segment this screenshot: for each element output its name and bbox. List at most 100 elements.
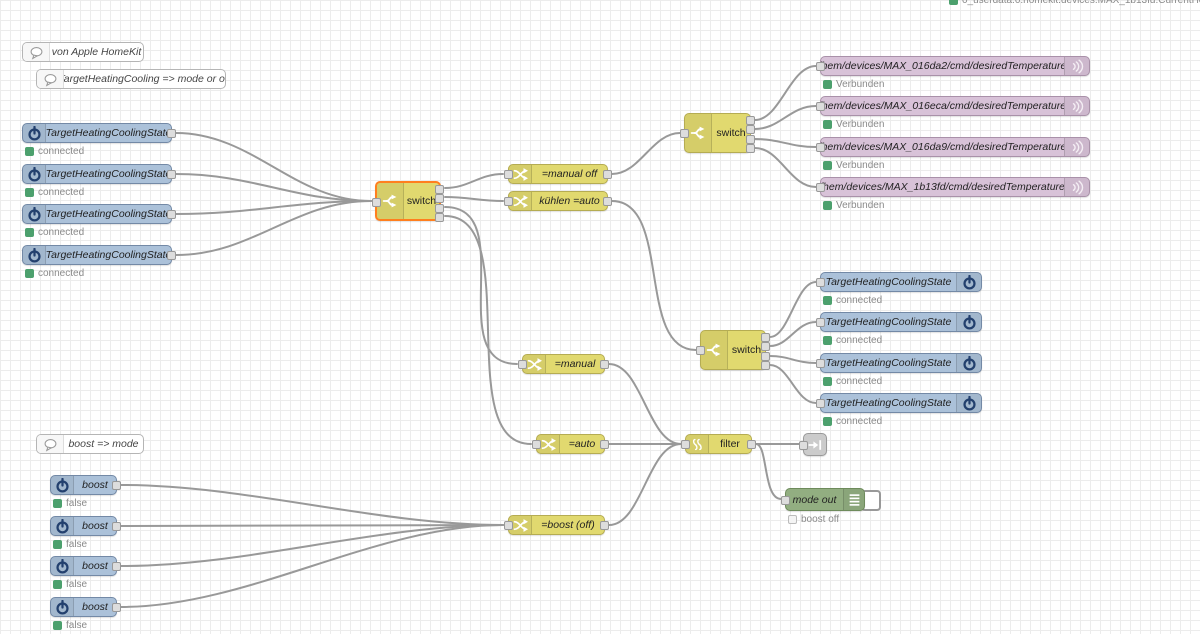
wire[interactable] (120, 524, 504, 567)
node-change-manual-off[interactable]: =manual off (504, 164, 612, 184)
wire[interactable] (755, 443, 782, 500)
node-mqtt-out-2[interactable]: fhem/devices/MAX_016eca/cmd/desiredTempe… (816, 96, 1090, 116)
wire[interactable] (444, 206, 518, 365)
wire[interactable] (120, 524, 504, 527)
node-targetheatingcoolingstate-out-3[interactable]: TargetHeatingCoolingState (816, 353, 982, 373)
wire[interactable] (608, 443, 682, 526)
output-port[interactable] (761, 361, 770, 370)
wire[interactable] (754, 138, 817, 148)
node-switch-middle[interactable]: switch (696, 330, 770, 370)
output-port[interactable] (761, 352, 770, 361)
output-port[interactable] (112, 481, 121, 490)
output-port[interactable] (435, 213, 444, 222)
node-boost-1[interactable]: boost (50, 475, 121, 495)
node-targetheatingcoolingstate-out-4[interactable]: TargetHeatingCoolingState (816, 393, 982, 413)
input-port[interactable] (372, 198, 381, 207)
comment-boost-mode[interactable]: boost => mode (36, 434, 144, 454)
node-boost-3[interactable]: boost (50, 556, 121, 576)
node-boost-4[interactable]: boost (50, 597, 121, 617)
node-targetheatingcoolingstate-out-2[interactable]: TargetHeatingCoolingState (816, 312, 982, 332)
input-port[interactable] (816, 278, 825, 287)
input-port[interactable] (816, 359, 825, 368)
output-port[interactable] (112, 562, 121, 571)
node-filter[interactable]: filter (681, 434, 756, 454)
input-port[interactable] (504, 197, 513, 206)
wire[interactable] (754, 147, 817, 188)
comment-targetheatingcooling-mode[interactable]: TargetHeatingCooling => mode or off (36, 69, 226, 89)
node-change-auto[interactable]: =auto (532, 434, 609, 454)
node-targetheatingcoolingstate-out-1[interactable]: TargetHeatingCoolingState (816, 272, 982, 292)
node-link-out[interactable] (799, 433, 827, 456)
node-targetheatingcoolingstate-in-3[interactable]: TargetHeatingCoolingState (22, 204, 176, 224)
wire[interactable] (444, 196, 504, 202)
wire[interactable] (754, 65, 817, 121)
input-port[interactable] (816, 183, 825, 192)
wire[interactable] (769, 321, 817, 347)
output-port[interactable] (167, 210, 176, 219)
output-port[interactable] (746, 116, 755, 125)
input-port[interactable] (816, 143, 825, 152)
output-port[interactable] (167, 251, 176, 260)
node-change-kuehlen-auto[interactable]: kühlen =auto (504, 191, 612, 211)
node-targetheatingcoolingstate-in-1[interactable]: TargetHeatingCoolingState (22, 123, 176, 143)
output-port[interactable] (435, 194, 444, 203)
input-port[interactable] (816, 399, 825, 408)
node-targetheatingcoolingstate-in-4[interactable]: TargetHeatingCoolingState (22, 245, 176, 265)
wire[interactable] (769, 281, 817, 338)
node-change-manual[interactable]: =manual (518, 354, 609, 374)
output-port[interactable] (112, 522, 121, 531)
wire[interactable] (120, 524, 504, 608)
wire[interactable] (120, 484, 504, 526)
output-port[interactable] (603, 170, 612, 179)
input-port[interactable] (816, 102, 825, 111)
output-port[interactable] (112, 603, 121, 612)
input-port[interactable] (681, 440, 690, 449)
node-mode-out[interactable]: mode out (781, 488, 865, 511)
output-port[interactable] (435, 204, 444, 213)
output-port[interactable] (747, 440, 756, 449)
node-mqtt-out-4[interactable]: fhem/devices/MAX_1b13fd/cmd/desiredTempe… (816, 177, 1090, 197)
wire[interactable] (175, 200, 372, 215)
input-port[interactable] (799, 441, 808, 450)
wire[interactable] (175, 173, 372, 202)
input-port[interactable] (518, 360, 527, 369)
wire[interactable] (611, 200, 697, 351)
node-switch-central[interactable]: switch (372, 181, 444, 222)
wire[interactable] (608, 363, 682, 445)
input-port[interactable] (532, 440, 541, 449)
output-port[interactable] (746, 125, 755, 134)
wire[interactable] (754, 105, 817, 130)
input-port[interactable] (816, 62, 825, 71)
comment-von-apple-homekit[interactable]: von Apple HomeKit (22, 42, 144, 62)
node-switch-top[interactable]: switch (680, 113, 755, 153)
output-port[interactable] (167, 170, 176, 179)
input-port[interactable] (504, 521, 513, 530)
output-port[interactable] (761, 342, 770, 351)
output-port[interactable] (600, 440, 609, 449)
input-port[interactable] (781, 496, 790, 505)
node-mqtt-out-1[interactable]: fhem/devices/MAX_016da2/cmd/desiredTempe… (816, 56, 1090, 76)
output-port[interactable] (600, 360, 609, 369)
output-port[interactable] (746, 144, 755, 153)
wire[interactable] (444, 173, 504, 189)
wire[interactable] (175, 200, 372, 256)
wire[interactable] (769, 355, 817, 364)
output-port[interactable] (435, 185, 444, 194)
node-targetheatingcoolingstate-in-2[interactable]: TargetHeatingCoolingState (22, 164, 176, 184)
output-port[interactable] (167, 129, 176, 138)
output-port[interactable] (600, 521, 609, 530)
input-port[interactable] (696, 346, 705, 355)
output-port[interactable] (746, 135, 755, 144)
wire[interactable] (444, 215, 532, 445)
wire[interactable] (175, 132, 372, 202)
output-port[interactable] (603, 197, 612, 206)
input-port[interactable] (504, 170, 513, 179)
wire[interactable] (611, 132, 681, 175)
output-port[interactable] (761, 333, 770, 342)
node-mqtt-out-3[interactable]: fhem/devices/MAX_016da9/cmd/desiredTempe… (816, 137, 1090, 157)
input-port[interactable] (680, 129, 689, 138)
input-port[interactable] (816, 318, 825, 327)
wire[interactable] (769, 364, 817, 404)
node-boost-2[interactable]: boost (50, 516, 121, 536)
